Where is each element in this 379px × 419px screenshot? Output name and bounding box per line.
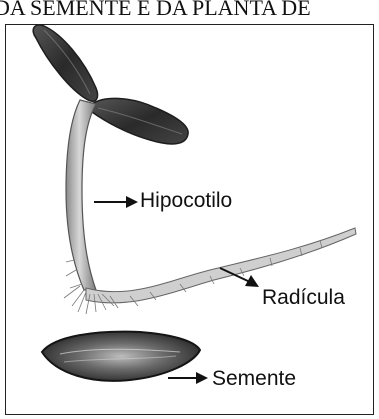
seed-shape — [42, 332, 200, 381]
label-radicula: Radícula — [262, 286, 345, 310]
label-hipocotilo: Hipocotilo — [140, 189, 232, 213]
arrow-hipocotilo — [94, 196, 138, 208]
hypocotyl-stem — [66, 100, 96, 290]
cotyledon-right — [92, 98, 188, 144]
arrow-semente — [168, 372, 208, 384]
label-semente: Semente — [212, 367, 296, 391]
